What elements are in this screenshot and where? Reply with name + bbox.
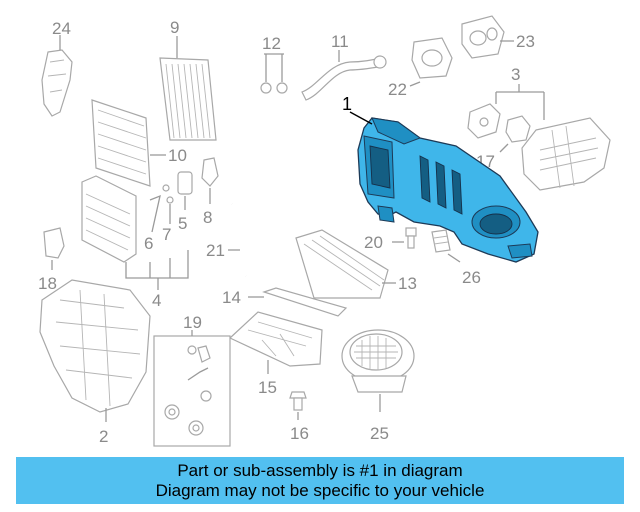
callout-1-leader	[349, 111, 373, 125]
callout-15: 15	[258, 378, 277, 397]
part-12-clips	[260, 53, 288, 94]
part-3-leader	[495, 84, 545, 120]
part-20-bolt	[392, 227, 417, 249]
callout-11: 11	[331, 32, 349, 51]
callout-4: 4	[152, 291, 161, 310]
callout-21: 21	[206, 241, 225, 260]
callout-5: 5	[178, 214, 187, 233]
part-3-housing	[521, 117, 611, 191]
part-5-valve	[177, 171, 193, 210]
part-23-seal	[461, 15, 514, 59]
callout-3: 3	[511, 65, 520, 84]
part-10-evaporator	[91, 99, 166, 187]
banner-line-2: Diagram may not be specific to your vehi…	[155, 480, 485, 500]
part-15-tray	[228, 311, 323, 374]
part-11-pipe	[301, 50, 387, 101]
part-17-actuator	[499, 115, 531, 153]
part-14-strip	[248, 287, 348, 317]
callout-8: 8	[203, 208, 212, 227]
callout-24: 24	[52, 19, 71, 38]
callout-9: 9	[170, 18, 179, 37]
part-25-blower	[341, 329, 415, 412]
callout-14: 14	[222, 288, 241, 307]
part-1-housing-highlighted	[357, 117, 539, 263]
callout-26: 26	[462, 268, 481, 287]
callout-12: 12	[262, 34, 281, 53]
part-22-gasket	[409, 37, 453, 87]
callout-22: 22	[388, 80, 407, 99]
banner-line-1: Part or sub-assembly is #1 in diagram	[177, 460, 463, 480]
callout-2: 2	[99, 427, 108, 446]
part-13-filter	[295, 229, 396, 299]
callout-25: 25	[370, 424, 389, 443]
callout-6: 6	[144, 234, 153, 253]
callout-19: 19	[183, 313, 202, 332]
callout-20: 20	[364, 233, 383, 252]
part-16-screw	[289, 391, 307, 420]
part-18-bracket	[43, 227, 65, 270]
callout-7: 7	[162, 225, 171, 244]
info-banner: Part or sub-assembly is #1 in diagram Di…	[16, 457, 624, 504]
part-4-heater-core	[81, 175, 189, 290]
parts-diagram: 24 9 12 11 22 23 3	[38, 15, 611, 447]
part-9-filter	[159, 36, 217, 141]
callout-1: 1	[342, 94, 352, 114]
part-26-clip	[431, 229, 461, 263]
callout-13: 13	[398, 274, 417, 293]
part-21-hose	[228, 202, 248, 277]
part-2-housing	[39, 279, 151, 422]
callout-16: 16	[290, 424, 309, 443]
callout-10: 10	[168, 146, 187, 165]
part-6-7-fittings	[149, 184, 174, 233]
part-19-kit	[153, 330, 231, 447]
part-8-sensor	[201, 157, 219, 204]
callout-18: 18	[38, 274, 57, 293]
part-3-actuator	[467, 103, 501, 139]
callout-23: 23	[516, 32, 535, 51]
part-24-bracket	[41, 35, 73, 117]
